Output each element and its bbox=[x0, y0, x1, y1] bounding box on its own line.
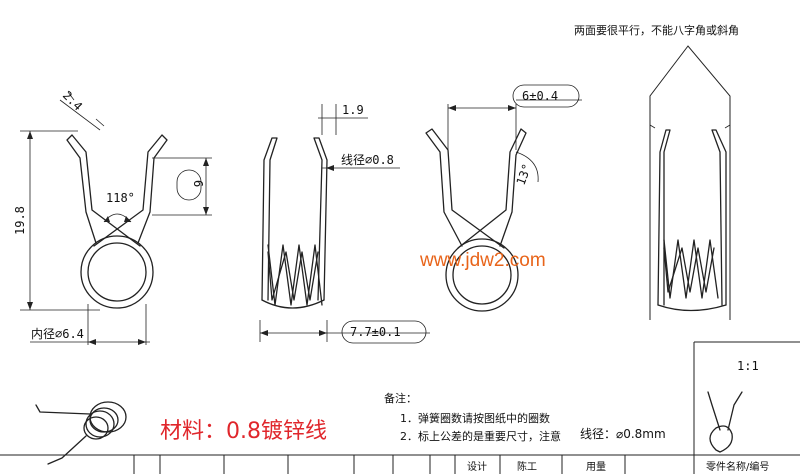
notes-heading: 备注： bbox=[384, 391, 417, 405]
rear-view bbox=[425, 84, 582, 312]
dim-7-7: 7.7±0.1 bbox=[350, 325, 401, 339]
designer-label: 设计 bbox=[467, 460, 487, 473]
note-2: 2．标上公差的是重要尺寸，注意 bbox=[400, 429, 561, 443]
note-1: 1．弹簧圈数请按图纸中的圈数 bbox=[400, 411, 550, 425]
dim-6: 6 bbox=[191, 180, 205, 187]
quantity-label: 用量 bbox=[586, 461, 606, 473]
labels: 2.4 19.8 118° 6 内径⌀6.4 1.9 线径⌀0.8 7.7±0.… bbox=[13, 23, 769, 473]
dim-2-4: 2.4 bbox=[60, 88, 85, 113]
top-view bbox=[649, 45, 731, 320]
dim-19-8: 19.8 bbox=[13, 206, 27, 235]
iso-sketch bbox=[35, 401, 127, 465]
watermark: www.jdw2.com bbox=[419, 250, 546, 271]
scale-label: 1:1 bbox=[737, 359, 759, 373]
wire-spec: 线径：⌀0.8mm bbox=[580, 427, 666, 441]
material-note: 材料：0.8镀锌线 bbox=[160, 419, 327, 444]
front-view bbox=[20, 91, 212, 345]
dim-inner-diameter: 内径⌀6.4 bbox=[31, 327, 84, 341]
parallel-note: 两面要很平行，不能八字角或斜角 bbox=[574, 23, 739, 37]
dim-6-0-4: 6±0.4 bbox=[522, 89, 558, 103]
title-block bbox=[0, 341, 800, 474]
part-name-label: 零件名称/编号 bbox=[706, 460, 769, 473]
dim-13-deg: 13° bbox=[514, 162, 535, 187]
side-view bbox=[259, 104, 430, 344]
dim-118: 118° bbox=[106, 191, 135, 205]
designer-name: 陈工 bbox=[517, 460, 537, 473]
dim-wire-diameter: 线径⌀0.8 bbox=[341, 153, 394, 167]
dim-1-9: 1.9 bbox=[342, 103, 364, 117]
